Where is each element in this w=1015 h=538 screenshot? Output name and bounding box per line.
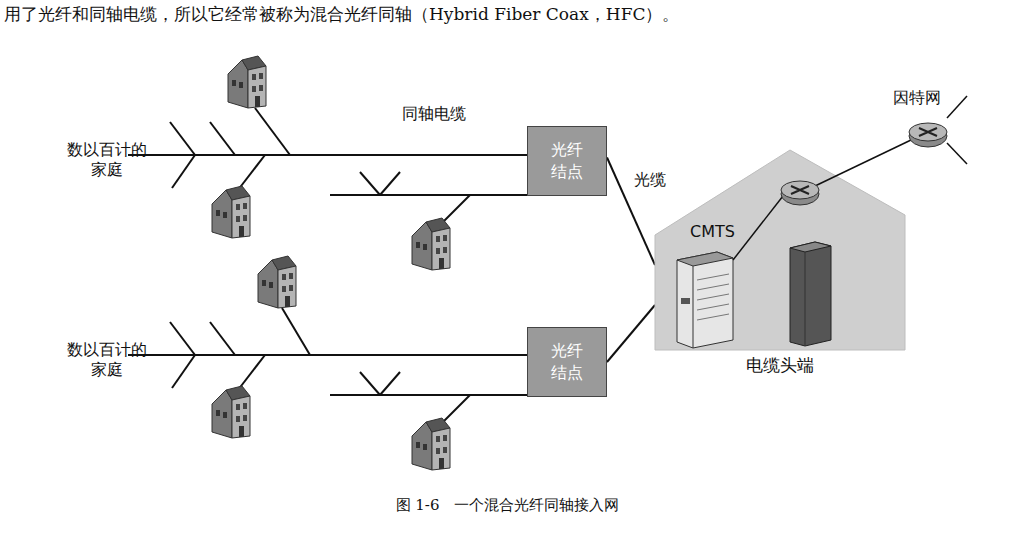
cable-label: 光缆 (632, 170, 668, 190)
coax-cable (128, 108, 527, 425)
headend-outline (655, 148, 905, 350)
device-label: CMTS (690, 222, 735, 242)
headend-building: 电缆头端 (655, 148, 905, 380)
homes-label: 数以百计的 家庭 (62, 340, 152, 380)
homes-label: 数以百计的 家庭 (62, 140, 152, 180)
node-text: 光纤 结点 (549, 340, 586, 385)
fiber-node-box: 光纤 结点 (527, 126, 607, 196)
node-text: 光纤 结点 (549, 139, 586, 184)
body-text: 用了光纤和同轴电缆，所以它经常被称为混合光纤同轴（Hybrid Fiber Co… (4, 4, 679, 25)
network-label: 因特网 (893, 88, 941, 108)
cable-label: 同轴电缆 (402, 104, 466, 124)
building-name: 电缆头端 (655, 354, 905, 377)
fiber-cable (607, 305, 655, 362)
figure-caption: 图 1-6 一个混合光纤同轴接入网 (0, 496, 1015, 515)
fiber-node-box: 光纤 结点 (527, 327, 607, 397)
